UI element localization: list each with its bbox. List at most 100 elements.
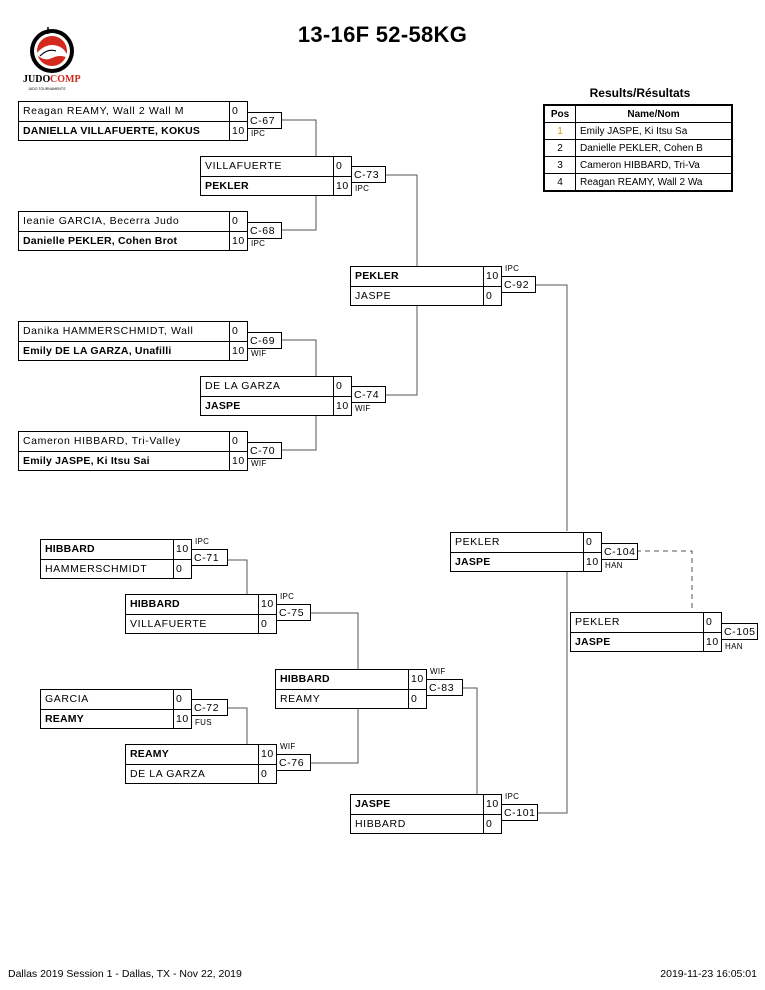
win-type: IPC [251, 239, 266, 248]
competitor-name: JASPE [355, 798, 391, 810]
competitor-name: Danielle PEKLER, Cohen Brot [23, 235, 178, 247]
competitor-name: Ieanie GARCIA, Becerra Judo [23, 215, 180, 227]
match-c70[interactable]: Cameron HIBBARD, Tri-Valley 0 Emily JASPE… [18, 431, 248, 471]
footer-event: Dallas 2019 Session 1 - Dallas, TX - Nov… [8, 968, 242, 980]
competitor-name: REAMY [130, 748, 169, 760]
competitor-score: 10 [333, 397, 351, 416]
competitor-score: 0 [333, 377, 351, 396]
competitor-score: 0 [703, 613, 721, 632]
competitor-name: HIBBARD [130, 598, 180, 610]
competitor-score: 0 [229, 322, 247, 341]
competitor-score: 10 [229, 232, 247, 251]
match-code: C-73 [352, 166, 386, 183]
competitor-name: Cameron HIBBARD, Tri-Valley [23, 435, 181, 447]
competitor-score: 10 [229, 452, 247, 471]
match-code: C-92 [502, 276, 536, 293]
competitor-row[interactable]: JASPE 10 [201, 397, 351, 416]
competitor-score: 0 [229, 432, 247, 451]
result-pos: 3 [543, 156, 576, 174]
connector-c83 [462, 687, 478, 794]
competitor-name: JASPE [455, 556, 491, 568]
connector-c71 [228, 559, 248, 594]
connector-c74 [384, 306, 418, 396]
connector-c101 [538, 571, 568, 814]
connector-c70 [282, 416, 317, 451]
competitor-name: Reagan REAMY, Wall 2 Wall M [23, 105, 185, 117]
connector-c104-dashed [636, 550, 693, 612]
competitor-score: 10 [703, 633, 721, 652]
match-code: C-83 [427, 679, 463, 696]
results-row: 4 Reagan REAMY, Wall 2 Wa [543, 173, 733, 192]
connector-c76 [310, 709, 359, 764]
match-code: C-71 [192, 549, 228, 566]
win-type: IPC [505, 792, 520, 801]
competitor-row[interactable]: JASPE 10 [451, 553, 601, 572]
competitor-score: 0 [483, 815, 501, 834]
connector-c67 [282, 119, 317, 156]
competitor-score: 0 [173, 560, 191, 579]
competitor-row[interactable]: JASPE 10 [351, 795, 501, 815]
competitor-score: 10 [229, 122, 247, 141]
match-c69[interactable]: Danika HAMMERSCHMIDT, Wall 0 Emily DE LA … [18, 321, 248, 361]
win-type: WIF [355, 404, 371, 413]
competitor-score: 0 [408, 690, 426, 709]
competitor-name: Danika HAMMERSCHMIDT, Wall [23, 325, 194, 337]
competitor-row[interactable]: Danika HAMMERSCHMIDT, Wall 0 [19, 322, 247, 342]
win-type: HAN [605, 561, 623, 570]
svg-text:JUDO: JUDO [23, 74, 50, 85]
competitor-score: 0 [483, 287, 501, 306]
match-code: C-105 [722, 623, 758, 640]
competitor-score: 10 [229, 342, 247, 361]
competitor-name: REAMY [45, 713, 84, 725]
competitor-row[interactable]: Danielle PEKLER, Cohen Brot 10 [19, 232, 247, 251]
competitor-name: JASPE [205, 400, 241, 412]
result-name: Cameron HIBBARD, Tri-Va [575, 156, 733, 174]
match-code: C-70 [248, 442, 282, 459]
competitor-row[interactable]: Cameron HIBBARD, Tri-Valley 0 [19, 432, 247, 452]
competitor-name: DE LA GARZA [130, 768, 206, 780]
win-type: IPC [195, 537, 210, 546]
competitor-score: 10 [583, 553, 601, 572]
match-code: C-104 [602, 543, 638, 560]
competitor-score: 10 [483, 795, 501, 814]
competitor-score: 0 [333, 157, 351, 176]
